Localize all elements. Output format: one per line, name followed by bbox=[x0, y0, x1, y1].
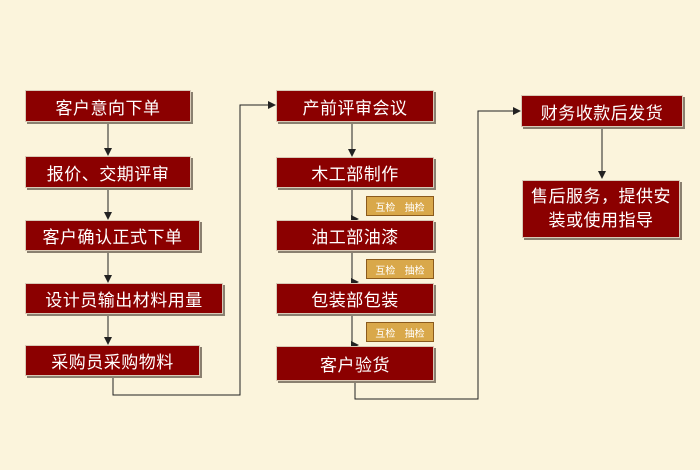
step-order: 客户意向下单 bbox=[25, 90, 191, 122]
step-design: 设计员输出材料用量 bbox=[25, 283, 223, 314]
step-prod-meeting: 产前评审会议 bbox=[276, 90, 434, 122]
arrow-painting-to-packing bbox=[351, 251, 359, 286]
qc-tag-2: 互检 抽检 bbox=[366, 259, 434, 279]
arrow-packing-to-inspection bbox=[351, 314, 359, 349]
arrow-inspection-to-payment bbox=[354, 107, 521, 400]
watermark-ghost bbox=[6, 44, 216, 78]
step-painting: 油工部油漆 bbox=[276, 220, 434, 251]
step-quote: 报价、交期评审 bbox=[25, 156, 191, 188]
step-inspection: 客户验货 bbox=[276, 346, 434, 381]
arrow-carpentry-to-painting bbox=[351, 188, 359, 223]
step-confirm: 客户确认正式下单 bbox=[25, 220, 200, 251]
qc-tag-1: 互检 抽检 bbox=[366, 196, 434, 216]
step-carpentry: 木工部制作 bbox=[276, 157, 434, 188]
step-packing: 包装部包装 bbox=[276, 283, 434, 314]
step-payment: 财务收款后发货 bbox=[521, 95, 683, 127]
qc-tag-3: 互检 抽检 bbox=[366, 322, 434, 342]
arrow-purchase-to-meeting bbox=[112, 101, 276, 396]
step-purchase: 采购员采购物料 bbox=[25, 345, 200, 376]
step-after-sales: 售后服务，提供安装或使用指导 bbox=[522, 180, 680, 238]
